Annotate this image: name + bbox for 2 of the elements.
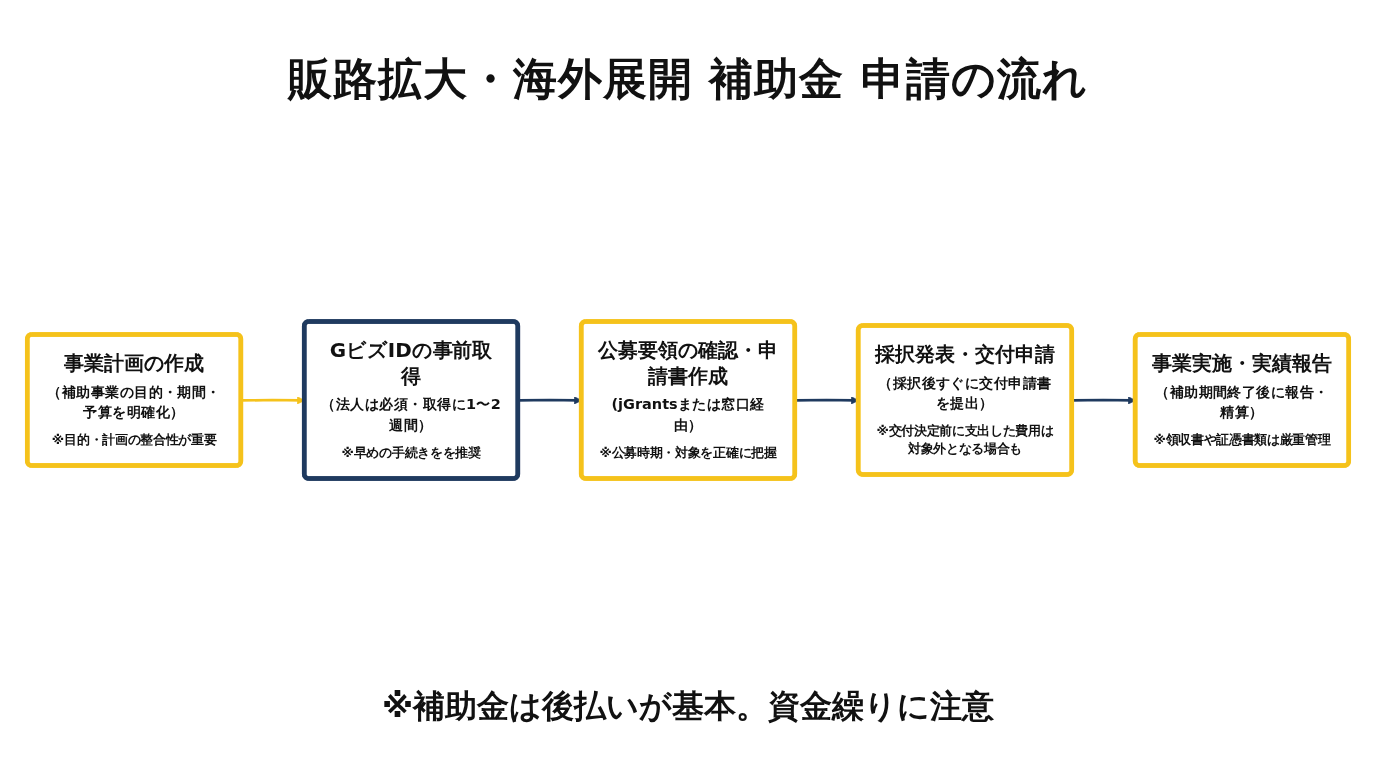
title: 販路拡大・海外展開 補助金 申請の流れ xyxy=(288,52,1088,106)
note-text: ※補助金は後払いが基本。資金繰りに注意 xyxy=(381,686,995,727)
